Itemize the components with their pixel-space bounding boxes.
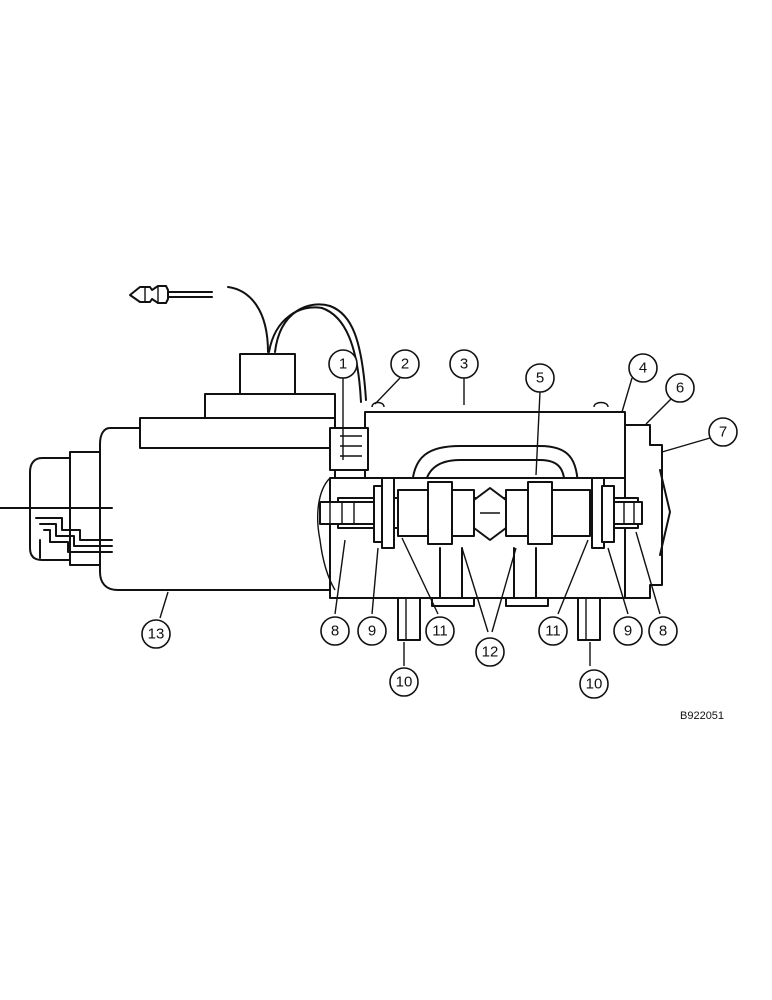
svg-text:10: 10: [586, 676, 603, 693]
callout-3: 3: [449, 349, 479, 379]
callout-10-left: 10: [389, 667, 419, 697]
solenoid-housing: [0, 353, 336, 591]
figure-reference: B922051: [680, 710, 724, 722]
svg-text:3: 3: [460, 356, 468, 373]
svg-text:8: 8: [659, 623, 667, 640]
callout-10-right: 10: [579, 669, 609, 699]
callout-11-right: 11: [538, 616, 568, 646]
callout-6: 6: [665, 373, 695, 403]
svg-text:4: 4: [639, 360, 647, 377]
valve-body: [317, 401, 671, 641]
callout-13: 13: [141, 619, 171, 649]
callout-5: 5: [525, 363, 555, 393]
svg-text:6: 6: [676, 380, 684, 397]
callout-8-right: 8: [648, 616, 678, 646]
svg-text:7: 7: [719, 424, 727, 441]
leader-lines: [159, 377, 711, 666]
callout-2: 2: [390, 349, 420, 379]
svg-text:2: 2: [401, 356, 409, 373]
callout-1: 1: [328, 349, 358, 379]
wire-connector-plug: [129, 285, 169, 304]
callout-11-left: 11: [425, 616, 455, 646]
callout-9-right: 9: [613, 616, 643, 646]
svg-text:8: 8: [331, 623, 339, 640]
callout-9-left: 9: [357, 616, 387, 646]
callout-7: 7: [708, 417, 738, 447]
callout-4: 4: [628, 353, 658, 383]
svg-text:13: 13: [148, 626, 165, 643]
svg-text:11: 11: [545, 623, 561, 640]
svg-text:1: 1: [339, 356, 347, 373]
svg-text:12: 12: [482, 644, 499, 661]
callout-8-left: 8: [320, 616, 350, 646]
svg-text:11: 11: [432, 623, 448, 640]
svg-text:5: 5: [536, 370, 544, 387]
svg-text:9: 9: [368, 623, 376, 640]
callout-12: 12: [475, 637, 505, 667]
svg-text:10: 10: [396, 674, 413, 691]
svg-text:9: 9: [624, 623, 632, 640]
